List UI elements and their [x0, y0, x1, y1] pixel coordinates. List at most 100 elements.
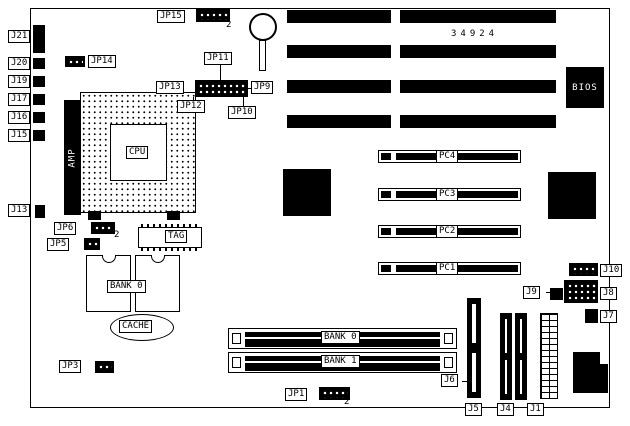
- label-j15: J15: [8, 129, 31, 142]
- isa-slot-1-left: [287, 10, 391, 23]
- label-j5: J5: [465, 403, 482, 416]
- connector-j9: [550, 288, 563, 300]
- keyboard-connector-step: [598, 364, 608, 393]
- jumper-jp6: [91, 222, 115, 234]
- callout-line-jp10: [243, 97, 244, 107]
- callout-line-j9: [546, 292, 550, 293]
- socket-foot-right: [167, 211, 180, 220]
- isa-slot-4-right: [400, 115, 556, 128]
- label-j7: J7: [600, 310, 617, 323]
- board-part-number: 34924: [451, 29, 499, 39]
- jp6-pin1-marker: 2: [114, 230, 120, 240]
- jp15-pin1-marker: 2: [226, 20, 232, 30]
- jumper-jp5: [84, 238, 100, 250]
- isa-slot-2-left: [287, 45, 391, 58]
- keyboard-connector-body: [573, 352, 600, 393]
- label-jp10: JP10: [228, 106, 256, 119]
- pci-slot-pc4-key: [391, 153, 396, 160]
- label-jp13: JP13: [156, 81, 184, 94]
- battery-stem: [259, 40, 266, 71]
- callout-line-j6: [462, 381, 467, 382]
- label-j4: J4: [497, 403, 514, 416]
- isa-slot-3-left: [287, 80, 391, 93]
- memory-slot-bank1: BANK 1: [228, 352, 457, 373]
- label-cpu: CPU: [126, 146, 149, 159]
- bank1-end-right: [444, 357, 453, 368]
- pci-slot-pc1: PC1: [378, 262, 521, 275]
- connector-j15: [33, 130, 45, 141]
- label-cache-bank0: BANK 0: [107, 280, 146, 293]
- pci-slot-pc4: PC4: [378, 150, 521, 163]
- bios-label: BIOS: [572, 82, 598, 93]
- label-jp15: JP15: [157, 10, 185, 23]
- jp1-pin1-marker: 2: [344, 397, 350, 407]
- isa-slot-3-right: [400, 80, 556, 93]
- bank1-end-left: [232, 357, 241, 368]
- jumper-jp15: [196, 9, 230, 22]
- connector-j13: [35, 205, 45, 218]
- pci-slot-pc2-key: [391, 228, 396, 235]
- label-tag: TAG: [165, 230, 188, 243]
- label-jp9: JP9: [251, 81, 274, 94]
- label-jp6: JP6: [54, 222, 77, 235]
- label-pc3: PC3: [436, 188, 459, 201]
- amp-socket-bar: AMP: [64, 100, 81, 215]
- connector-j21: [33, 25, 45, 53]
- label-j10: J10: [600, 264, 623, 277]
- label-cache: CACHE: [119, 320, 153, 333]
- label-j20: J20: [8, 57, 31, 70]
- connector-j20: [33, 58, 45, 69]
- jumper-cluster-jp9-jp13: [195, 80, 248, 97]
- connector-j17: [33, 94, 45, 105]
- label-jp1: JP1: [285, 388, 308, 401]
- label-pc4: PC4: [436, 150, 459, 163]
- memory-slot-bank0: BANK 0: [228, 328, 457, 349]
- pci-slot-pc2: PC2: [378, 225, 521, 238]
- label-j8: J8: [600, 287, 617, 300]
- connector-j16: [33, 112, 45, 123]
- jumper-jp1: [319, 387, 350, 400]
- jumper-jp3: [95, 361, 114, 373]
- jumper-jp14: [65, 56, 85, 67]
- qfp-chipset-right: [548, 172, 596, 219]
- label-pc2: PC2: [436, 225, 459, 238]
- label-j19: J19: [8, 75, 31, 88]
- bios-chip: BIOS: [566, 67, 604, 108]
- label-bank1: BANK 1: [321, 355, 360, 368]
- qfp-chipset-left: [283, 169, 331, 216]
- label-jp12: JP12: [177, 100, 205, 113]
- bank0-end-right: [444, 333, 453, 344]
- label-jp5: JP5: [47, 238, 70, 251]
- isa-slot-2-right: [400, 45, 556, 58]
- connector-j10: [569, 263, 598, 276]
- label-jp14: JP14: [88, 55, 116, 68]
- socket-foot-left: [88, 211, 101, 220]
- connector-j7: [585, 309, 598, 323]
- label-j13: J13: [8, 204, 31, 217]
- amp-brand-label: AMP: [67, 147, 78, 168]
- label-bank0: BANK 0: [321, 331, 360, 344]
- isa-slot-4-left: [287, 115, 391, 128]
- pci-slot-pc3: PC3: [378, 188, 521, 201]
- label-j6: J6: [441, 374, 458, 387]
- pci-slot-pc1-key: [391, 265, 396, 272]
- connector-j8: [564, 280, 598, 303]
- callout-line-jp9: [248, 88, 252, 89]
- isa-slot-1-right: [400, 10, 556, 23]
- battery: [249, 13, 277, 41]
- connector-slot-j5-j6: [467, 298, 481, 398]
- label-j16: J16: [8, 111, 31, 124]
- label-j1: J1: [527, 403, 544, 416]
- label-pc1: PC1: [436, 262, 459, 275]
- callout-line-jp11: [220, 65, 221, 80]
- label-j21: J21: [8, 30, 31, 43]
- label-jp11: JP11: [204, 52, 232, 65]
- label-j17: J17: [8, 93, 31, 106]
- label-j9: J9: [523, 286, 540, 299]
- pci-slot-pc3-key: [391, 191, 396, 198]
- connector-slot-j4-a: [500, 313, 512, 400]
- connector-slot-j4-b: [515, 313, 527, 400]
- callout-line-jp12: [193, 97, 194, 101]
- pin-header-j1: [540, 313, 558, 399]
